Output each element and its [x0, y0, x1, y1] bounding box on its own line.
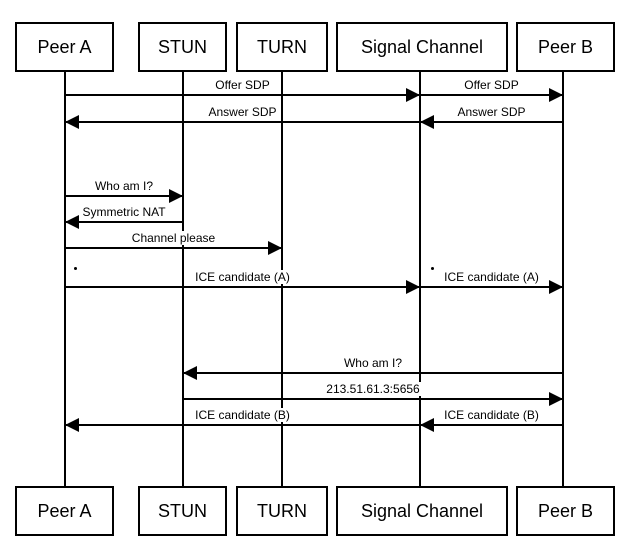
arrowhead-right-icon [549, 392, 563, 406]
message-line-channel-please [65, 247, 282, 249]
message-line-ice-a-a-to-sc [65, 286, 420, 288]
arrowhead-left-icon [65, 418, 79, 432]
actor-box-stun-bottom: STUN [138, 486, 227, 536]
arrowhead-left-icon [183, 366, 197, 380]
lifeline-signal-channel [419, 72, 421, 486]
message-label-ice-b-b-to-sc: ICE candidate (B) [442, 408, 541, 422]
lifeline-peer-a [64, 72, 66, 486]
arrowhead-right-icon [406, 88, 420, 102]
message-label-ice-b-sc-to-a: ICE candidate (B) [193, 408, 292, 422]
arrowhead-right-icon [169, 189, 183, 203]
message-label-who-am-i-b-to-stun: Who am I? [341, 356, 405, 370]
message-label-ice-a-a-to-sc: ICE candidate (A) [193, 270, 292, 284]
message-line-ice-a-sc-to-b [420, 286, 563, 288]
message-label-offer-sdp-a-to-sc: Offer SDP [213, 78, 272, 92]
actor-box-peer-b-top: Peer B [516, 22, 615, 72]
arrowhead-left-icon [65, 215, 79, 229]
actor-box-peer-a-top: Peer A [15, 22, 114, 72]
actor-box-signal-channel-top: Signal Channel [336, 22, 508, 72]
actor-box-peer-a-bottom: Peer A [15, 486, 114, 536]
arrowhead-right-icon [268, 241, 282, 255]
lifeline-peer-b [562, 72, 564, 486]
lifeline-stun [182, 72, 184, 486]
actor-box-signal-channel-bottom: Signal Channel [336, 486, 508, 536]
message-label-symmetric-nat: Symmetric NAT [80, 205, 168, 219]
arrowhead-right-icon [549, 88, 563, 102]
stray-dot [74, 267, 77, 270]
arrowhead-right-icon [406, 280, 420, 294]
arrowhead-left-icon [420, 418, 434, 432]
message-label-answer-sdp-sc-to-a: Answer SDP [206, 105, 279, 119]
stray-dot [431, 267, 434, 270]
message-label-who-am-i-a-to-stun: Who am I? [92, 179, 156, 193]
actor-box-peer-b-bottom: Peer B [516, 486, 615, 536]
message-label-offer-sdp-sc-to-b: Offer SDP [462, 78, 521, 92]
message-line-symmetric-nat [65, 221, 183, 223]
message-line-who-am-i-a-to-stun [65, 195, 183, 197]
message-line-stun-reply-address [183, 398, 563, 400]
message-line-ice-b-sc-to-a [65, 424, 420, 426]
actor-box-turn-top: TURN [236, 22, 328, 72]
message-label-ice-a-sc-to-b: ICE candidate (A) [442, 270, 541, 284]
message-label-channel-please: Channel please [129, 231, 218, 245]
message-line-ice-b-b-to-sc [420, 424, 563, 426]
message-line-answer-sdp-sc-to-a [65, 121, 420, 123]
message-line-offer-sdp-a-to-sc [65, 94, 420, 96]
actor-box-turn-bottom: TURN [236, 486, 328, 536]
message-line-offer-sdp-sc-to-b [420, 94, 563, 96]
message-line-who-am-i-b-to-stun [183, 372, 563, 374]
arrowhead-left-icon [65, 115, 79, 129]
message-label-answer-sdp-b-to-sc: Answer SDP [455, 105, 528, 119]
actor-box-stun-top: STUN [138, 22, 227, 72]
arrowhead-right-icon [549, 280, 563, 294]
message-label-stun-reply-address: 213.51.61.3:5656 [324, 382, 422, 396]
arrowhead-left-icon [420, 115, 434, 129]
message-line-answer-sdp-b-to-sc [420, 121, 563, 123]
